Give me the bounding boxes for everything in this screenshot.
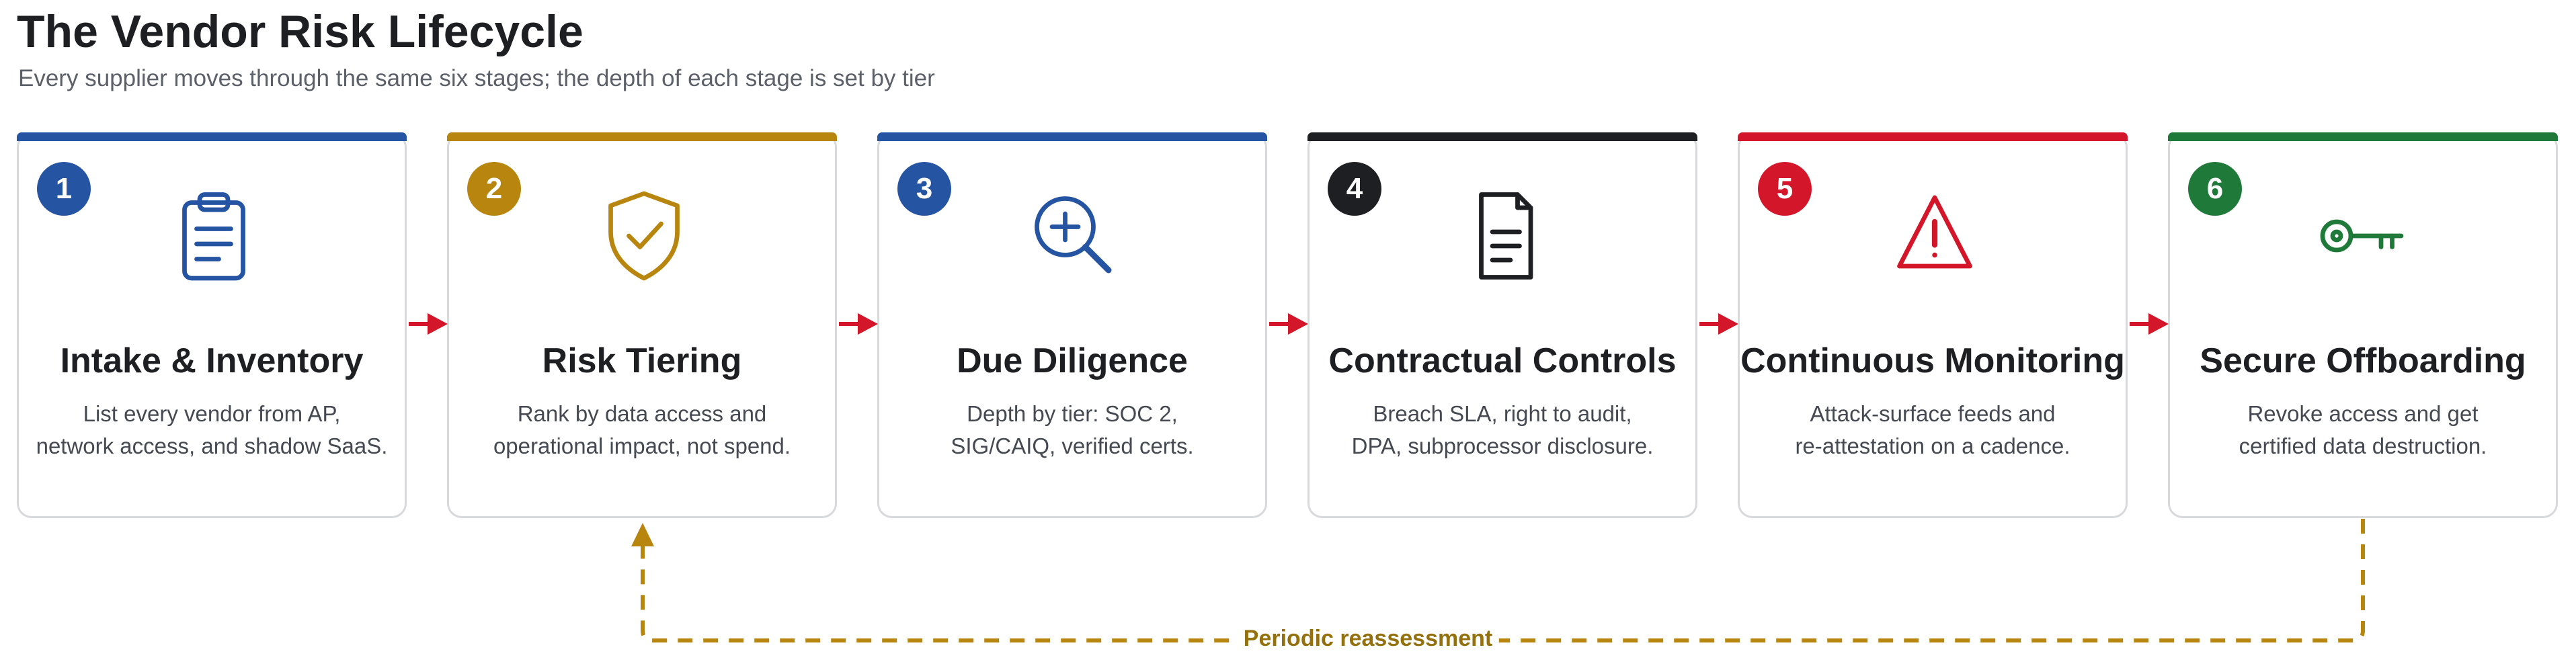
stage-description: Depth by tier: SOC 2, SIG/CAIQ, verified… <box>893 398 1252 462</box>
stage-name: Due Diligence <box>957 341 1188 380</box>
stage-description: Rank by data access and operational impa… <box>462 398 821 462</box>
stage-name: Risk Tiering <box>542 341 742 380</box>
stage-description-line: Attack-surface feeds and <box>1810 401 2056 426</box>
stage-number-badge: 3 <box>897 162 951 216</box>
stage-card-6: 6 Secure Offboarding Revoke access and g… <box>2168 132 2558 518</box>
stage-number-badge: 6 <box>2188 162 2242 216</box>
stage-description-line: Revoke access and get <box>2247 401 2479 426</box>
stage-description: Revoke access and get certified data des… <box>2183 398 2542 462</box>
stage-card-4: 4 Contractual Controls Breach SLA, right… <box>1307 132 1697 518</box>
stage-description-line: certified data destruction. <box>2239 433 2487 458</box>
stage-number-badge: 5 <box>1758 162 1812 216</box>
stage-card-3: 3 Due Diligence Depth by tier: SOC 2, SI… <box>877 132 1267 518</box>
magnifier-plus-icon <box>1024 185 1125 286</box>
stage-card-1: 1 Intake & Inventory List every vendor f… <box>17 132 407 518</box>
stage-connector-arrow <box>1268 308 1310 340</box>
stage-connector-arrow <box>407 308 449 340</box>
stage-card-5: 5 Continuous Monitoring Attack-surface f… <box>1738 132 2128 518</box>
stage-accent-bar <box>447 132 837 141</box>
stage-description: List every vendor from AP, network acces… <box>32 398 391 462</box>
stage-description-line: operational impact, not spend. <box>493 433 791 458</box>
clipboard-icon <box>163 185 264 286</box>
stage-accent-bar <box>1738 132 2128 141</box>
stage-number-badge: 4 <box>1328 162 1381 216</box>
stage-connector-arrow <box>2128 308 2170 340</box>
warning-icon <box>1884 185 1985 286</box>
stage-accent-bar <box>17 132 407 141</box>
stage-description-line: network access, and shadow SaaS. <box>36 433 388 458</box>
stage-number-badge: 1 <box>37 162 91 216</box>
stage-description: Attack-surface feeds and re-attestation … <box>1753 398 2112 462</box>
stage-connector-arrow <box>1698 308 1740 340</box>
stage-description-line: Depth by tier: SOC 2, <box>967 401 1178 426</box>
page-title: The Vendor Risk Lifecycle <box>17 6 583 57</box>
stage-description-line: Breach SLA, right to audit, <box>1373 401 1632 426</box>
stage-accent-bar <box>1307 132 1697 141</box>
stage-description-line: SIG/CAIQ, verified certs. <box>951 433 1194 458</box>
stage-accent-bar <box>2168 132 2558 141</box>
stage-description-line: DPA, subprocessor disclosure. <box>1351 433 1654 458</box>
stage-accent-bar <box>877 132 1267 141</box>
stage-name: Contractual Controls <box>1328 341 1677 380</box>
stage-card-2: 2 Risk Tiering Rank by data access and o… <box>447 132 837 518</box>
document-icon <box>1454 185 1555 286</box>
shield-check-icon <box>594 185 694 286</box>
stage-name: Intake & Inventory <box>60 341 364 380</box>
stage-connector-arrow <box>838 308 879 340</box>
stage-description: Breach SLA, right to audit, DPA, subproc… <box>1323 398 1682 462</box>
stage-number-badge: 2 <box>467 162 521 216</box>
stage-description-line: List every vendor from AP, <box>83 401 341 426</box>
page-subtitle: Every supplier moves through the same si… <box>18 65 935 91</box>
key-icon <box>2315 185 2415 286</box>
stage-name: Secure Offboarding <box>2200 341 2526 380</box>
stage-description-line: re-attestation on a cadence. <box>1795 433 2070 458</box>
loop-label: Periodic reassessment <box>1236 626 1500 652</box>
stage-name: Continuous Monitoring <box>1740 341 2125 380</box>
stage-description-line: Rank by data access and <box>517 401 767 426</box>
